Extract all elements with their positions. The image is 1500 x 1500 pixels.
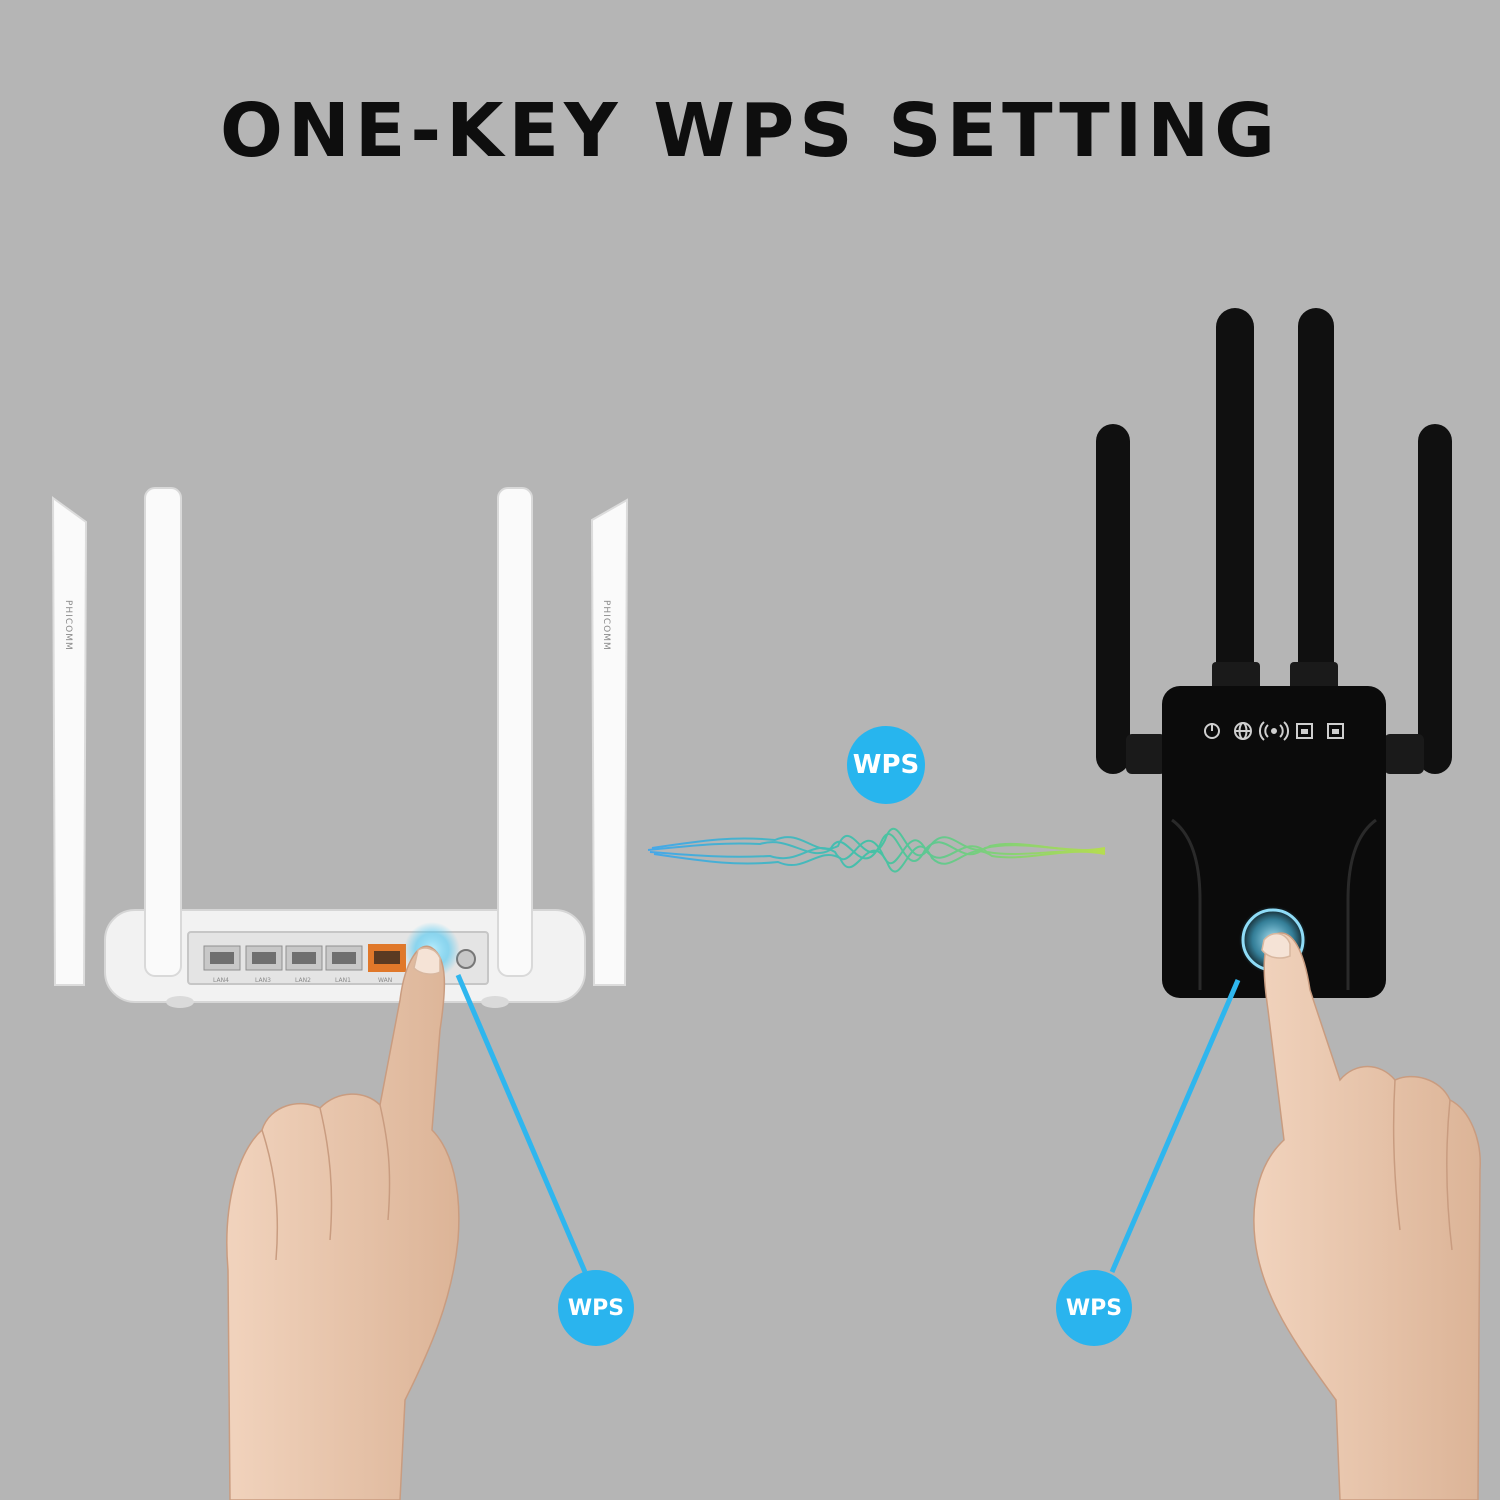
lan-port-3 [245,945,283,971]
extender-antenna-2 [1298,308,1334,690]
extender-body [1162,686,1386,998]
connector-line-left [455,974,588,1273]
antenna-brand-right: PHICOMM [601,600,611,651]
right-hand [1253,932,1481,1500]
port-label-lan4: LAN4 [213,977,229,984]
extender-antenna-4 [1418,424,1452,774]
range-extender [1096,308,1452,998]
antenna-brand-left: PHICOMM [63,600,73,651]
extender-antenna-3 [1096,424,1130,774]
power-icon [1204,723,1220,739]
wifi-signal-icon [1258,721,1290,741]
port-label-lan2: LAN2 [295,977,311,984]
router: PHICOMM PHICOMM LAN4 LAN3 LAN2 LAN1 WAN [51,487,629,1008]
wps-badge-center: WPS [847,726,925,804]
lan-port-2 [285,945,323,971]
router-antenna-outer-left: PHICOMM [51,496,88,986]
connector-line-right [1109,979,1241,1273]
port-label-lan3: LAN3 [255,977,271,984]
left-hand [226,945,460,1500]
globe-icon [1234,722,1252,740]
wan-port [368,944,406,972]
extender-antenna-1 [1216,308,1254,690]
lan-icon [1296,723,1313,739]
headline: ONE-KEY WPS SETTING [220,88,1280,174]
router-antenna-outer-right: PHICOMM [590,498,629,986]
signal-wave [647,827,1106,873]
wan-icon [1327,723,1344,739]
port-label-lan1: LAN1 [335,977,351,984]
lan-port-1 [325,945,363,971]
router-antenna-inner-left [144,487,182,977]
port-label-wan: WAN [378,977,392,984]
wps-badge-router: WPS [558,1270,634,1346]
wps-badge-extender: WPS [1056,1270,1132,1346]
router-antenna-inner-right [497,487,533,977]
lan-port-4 [203,945,241,971]
